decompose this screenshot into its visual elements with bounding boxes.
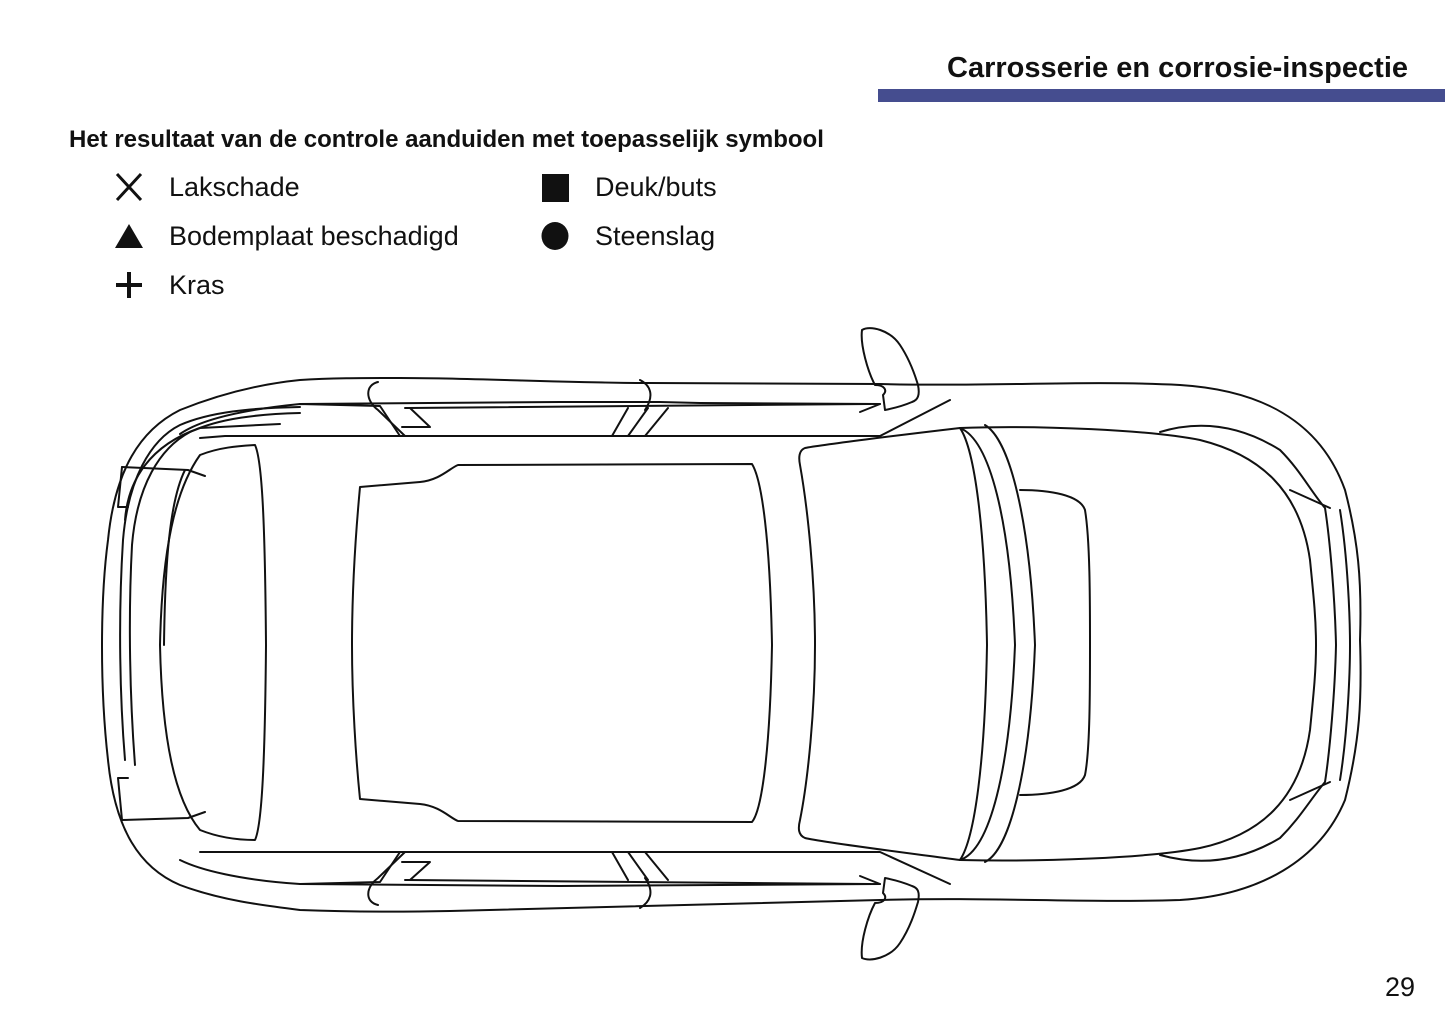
legend-label: Steenslag [595, 220, 716, 251]
page-number: 29 [1385, 972, 1416, 1002]
legend-label: Kras [169, 269, 225, 300]
car-body-outline [101, 377, 1362, 913]
top-mirror [860, 327, 920, 411]
square-icon [539, 171, 571, 203]
legend-item-steenslag: Steenslag [539, 220, 715, 252]
instruction-text: Het resultaat van de controle aanduiden … [69, 126, 824, 153]
legend-item-kras: Kras [113, 269, 225, 301]
triangle-icon [113, 220, 145, 252]
plus-icon [113, 269, 145, 301]
page-title: Carrosserie en corrosie-inspectie [947, 52, 1408, 84]
legend-item-bodemplaat: Bodemplaat beschadigd [113, 220, 459, 252]
windshield-front [159, 444, 267, 841]
bottom-mirror [860, 877, 920, 961]
legend-label: Bodemplaat beschadigd [169, 220, 459, 251]
windshield-rear [797, 427, 988, 861]
legend-label: Lakschade [169, 171, 300, 202]
x-cross-icon [113, 171, 145, 203]
legend-item-lakschade: Lakschade [113, 171, 300, 203]
title-underline-rule [878, 89, 1445, 102]
circle-icon [539, 220, 571, 252]
legend-label: Deuk/buts [595, 171, 717, 202]
legend-item-deuk: Deuk/buts [539, 171, 717, 203]
roof-panel [351, 463, 773, 823]
